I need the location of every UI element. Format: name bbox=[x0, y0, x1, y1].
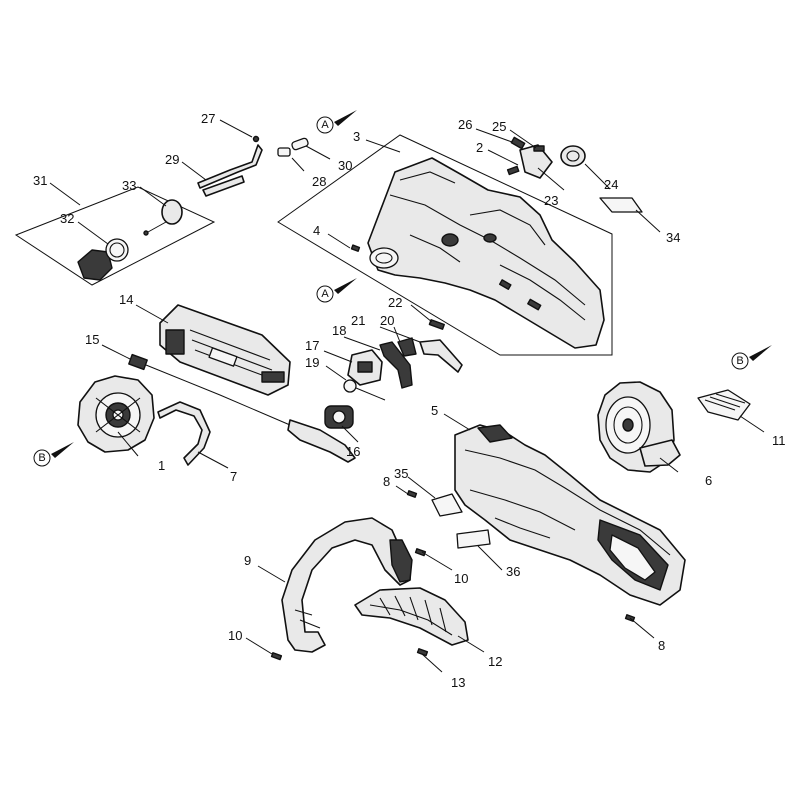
part-oil-cap bbox=[560, 145, 586, 167]
ref-label-B-right: B bbox=[736, 355, 743, 367]
callout-4: 4 bbox=[313, 223, 320, 238]
ref-label-B-left: B bbox=[38, 452, 45, 464]
part-oil-pump bbox=[506, 136, 553, 179]
part-fan-cover bbox=[597, 381, 681, 473]
callout-27: 27 bbox=[201, 111, 215, 126]
callout-3: 3 bbox=[353, 129, 360, 144]
callout-24: 24 bbox=[604, 177, 618, 192]
callout-32: 32 bbox=[60, 211, 74, 226]
callout-22: 22 bbox=[388, 295, 402, 310]
callout-12: 12 bbox=[488, 654, 502, 669]
callout-8b: 8 bbox=[658, 638, 665, 653]
callout-35: 35 bbox=[394, 466, 408, 481]
part-main-housing bbox=[367, 157, 605, 349]
ref-arrow-B-left bbox=[33, 442, 74, 467]
callout-21: 21 bbox=[351, 313, 365, 328]
part-label-34 bbox=[599, 197, 643, 213]
part-cap-group bbox=[77, 199, 183, 281]
callout-14: 14 bbox=[119, 292, 133, 307]
leader-lines bbox=[49, 119, 765, 673]
callout-29: 29 bbox=[165, 152, 179, 167]
part-cable bbox=[128, 353, 356, 463]
ref-arrow-B-right bbox=[731, 345, 772, 370]
callout-7: 7 bbox=[230, 469, 237, 484]
part-motor bbox=[77, 375, 155, 453]
part-label-36 bbox=[456, 529, 491, 549]
part-trigger-lever bbox=[379, 341, 413, 389]
callout-5: 5 bbox=[431, 403, 438, 418]
callout-25: 25 bbox=[492, 119, 506, 134]
callout-13: 13 bbox=[451, 675, 465, 690]
callout-26: 26 bbox=[458, 117, 472, 132]
part-front-handle bbox=[281, 517, 413, 653]
part-pin bbox=[428, 319, 445, 330]
callout-33: 33 bbox=[122, 178, 136, 193]
callout-34: 34 bbox=[666, 230, 680, 245]
part-hand-guard bbox=[354, 587, 469, 646]
part-wire-bracket bbox=[157, 401, 211, 466]
callout-10b: 10 bbox=[228, 628, 242, 643]
callout-10a: 10 bbox=[454, 571, 468, 586]
part-handle-housing bbox=[454, 424, 686, 606]
group-frame-31-33 bbox=[14, 186, 216, 286]
part-switch-cap bbox=[324, 405, 354, 429]
callout-1: 1 bbox=[158, 458, 165, 473]
callout-18: 18 bbox=[332, 323, 346, 338]
callout-23: 23 bbox=[544, 193, 558, 208]
part-filter-grille bbox=[697, 389, 751, 421]
callout-17: 17 bbox=[305, 338, 319, 353]
callout-2: 2 bbox=[476, 140, 483, 155]
ref-label-A-mid: A bbox=[321, 288, 329, 300]
group-frame-3 bbox=[277, 134, 613, 356]
callout-30: 30 bbox=[338, 158, 352, 173]
callout-8a: 8 bbox=[383, 474, 390, 489]
part-fittings bbox=[197, 135, 309, 197]
callout-28: 28 bbox=[312, 174, 326, 189]
ref-arrow-A-top bbox=[316, 110, 357, 134]
ref-arrow-A-mid bbox=[316, 278, 357, 303]
callout-19: 19 bbox=[305, 355, 319, 370]
callout-9: 9 bbox=[244, 553, 251, 568]
callout-16: 16 bbox=[346, 444, 360, 459]
part-label-35 bbox=[431, 493, 463, 517]
part-spring bbox=[343, 379, 386, 401]
callout-36: 36 bbox=[506, 564, 520, 579]
part-switch-board bbox=[159, 304, 291, 396]
callout-31: 31 bbox=[33, 173, 47, 188]
callout-6: 6 bbox=[705, 473, 712, 488]
part-switch bbox=[347, 349, 383, 386]
callout-11: 11 bbox=[772, 433, 786, 448]
callout-20: 20 bbox=[380, 313, 394, 328]
callout-15: 15 bbox=[85, 332, 99, 347]
part-lockoff-lever bbox=[397, 337, 463, 373]
ref-label-A-top: A bbox=[321, 119, 329, 131]
